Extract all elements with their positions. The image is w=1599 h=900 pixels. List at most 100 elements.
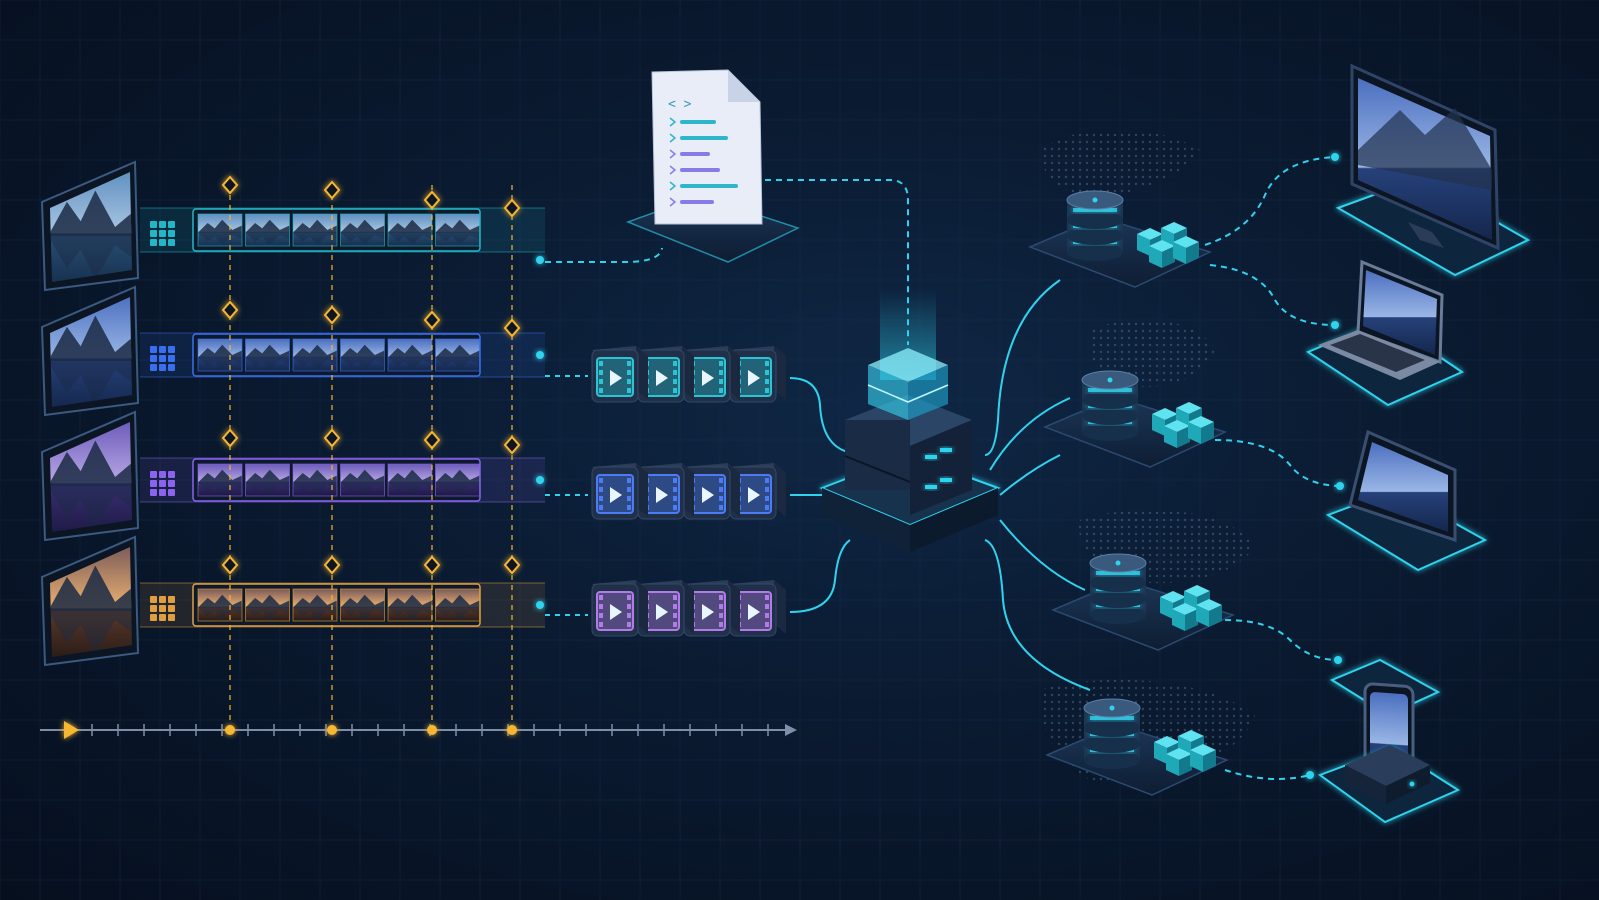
- keyframe-diamond: [221, 300, 239, 320]
- cache-cube-icon: [1166, 748, 1192, 776]
- keyboard-icon: [1330, 334, 1425, 372]
- film-strip: [192, 333, 481, 377]
- keyframe-diamond: [423, 430, 441, 450]
- cache-cube-icon: [1173, 236, 1199, 264]
- database-icon: [1066, 190, 1124, 261]
- play-icon: [748, 370, 760, 386]
- film-frame: [197, 463, 243, 497]
- play-icon: [656, 370, 668, 386]
- keyframe-diamond: [503, 318, 521, 338]
- rendition-grid-icon: [150, 596, 175, 621]
- video-segment-icon: [637, 580, 694, 637]
- segment-group-3: [591, 580, 786, 637]
- film-frame: [340, 213, 385, 247]
- segment-group-1: [591, 346, 786, 403]
- rendition-row-3: [40, 410, 545, 542]
- timeline-axis: [40, 721, 797, 739]
- edge-node-3: [1051, 553, 1236, 651]
- edge-nodes: [1028, 190, 1236, 796]
- keyframe-diamond: [221, 428, 239, 448]
- connector-endpoint: [1334, 656, 1342, 664]
- play-icon: [702, 487, 714, 503]
- keyframe-diamond: [503, 555, 521, 575]
- play-icon: [610, 487, 622, 503]
- connector-segments-3-to-origin: [789, 539, 851, 613]
- film-strip: [192, 208, 481, 252]
- film-frame: [435, 588, 480, 622]
- cache-cube-icon: [1149, 240, 1175, 268]
- edge-node-4: [1045, 698, 1230, 796]
- video-segment-icon: [591, 346, 648, 403]
- connector-endpoint: [1306, 771, 1314, 779]
- cache-cube-icon: [1190, 744, 1216, 772]
- play-icon: [610, 604, 622, 620]
- film-frame: [245, 213, 290, 247]
- video-segment-icon: [591, 580, 648, 637]
- film-frame: [245, 463, 290, 497]
- video-segment-icon: [637, 463, 694, 520]
- cache-cluster: [1137, 222, 1199, 268]
- film-frame: [197, 213, 243, 247]
- tablet-icon: [1325, 429, 1488, 572]
- connector-endpoint: [1336, 482, 1344, 490]
- keyframe-diamond: [323, 180, 341, 200]
- source-tablet-icon: [40, 160, 140, 292]
- edge-node-1: [1028, 190, 1213, 288]
- video-segment-icon: [729, 463, 786, 520]
- connector-origin-to-edge-1: [984, 279, 1061, 456]
- film-frame: [387, 338, 433, 372]
- connectors: [545, 156, 1341, 780]
- keyframe-diamond: [503, 435, 521, 455]
- film-frame: [245, 338, 290, 372]
- connector-origin-to-edge-2: [989, 397, 1071, 471]
- manifest-document: < >: [625, 69, 800, 263]
- play-icon: [748, 604, 760, 620]
- keyframe-markers: [221, 175, 521, 728]
- output-dot: [536, 601, 544, 609]
- connector-edge4-to-box: [1224, 769, 1311, 780]
- film-frame: [387, 588, 433, 622]
- cache-cluster: [1154, 730, 1216, 776]
- keyframe-diamond: [323, 428, 341, 448]
- film-frame: [435, 463, 480, 497]
- keyframe-diamond: [323, 305, 341, 325]
- timeline-keyframe-dot: [427, 725, 437, 735]
- rendition-row-4: [40, 535, 545, 667]
- origin-server-stack-icon: [844, 395, 972, 515]
- edge-node-2: [1043, 370, 1228, 468]
- source-tablet-icon: [40, 410, 140, 542]
- output-dot: [536, 256, 544, 264]
- play-icon: [610, 370, 622, 386]
- segment-group-2: [591, 463, 786, 520]
- film-strip: [192, 583, 481, 627]
- connector-segments-1-to-origin: [789, 377, 849, 453]
- code-brackets-icon: < >: [668, 97, 692, 112]
- film-frame: [245, 588, 290, 622]
- output-dot: [536, 351, 544, 359]
- television-icon: [1335, 63, 1531, 277]
- film-frame: [340, 338, 385, 372]
- connector-edge3-to-phone: [1224, 619, 1339, 661]
- connector-endpoint: [1331, 153, 1339, 161]
- source-tablet-icon: [40, 535, 140, 667]
- film-frame: [387, 463, 433, 497]
- film-frame: [340, 588, 385, 622]
- play-icon: [702, 370, 714, 386]
- rendition-grid-icon: [150, 221, 175, 246]
- cache-cube-icon: [1188, 416, 1214, 444]
- database-icon: [1083, 698, 1141, 769]
- connector-edge2-to-tablet: [1214, 439, 1341, 487]
- play-icon: [748, 487, 760, 503]
- film-frame: [292, 338, 338, 372]
- keyframe-diamond: [323, 555, 341, 575]
- play-icon: [656, 487, 668, 503]
- cache-cluster: [1160, 585, 1222, 631]
- glowing-cube-icon: [867, 348, 949, 420]
- status-light: [925, 455, 937, 459]
- film-frame: [387, 213, 433, 247]
- timeline-keyframe-dot: [225, 725, 235, 735]
- keyframe-diamond: [423, 190, 441, 210]
- set-top-box-icon: [1317, 745, 1461, 824]
